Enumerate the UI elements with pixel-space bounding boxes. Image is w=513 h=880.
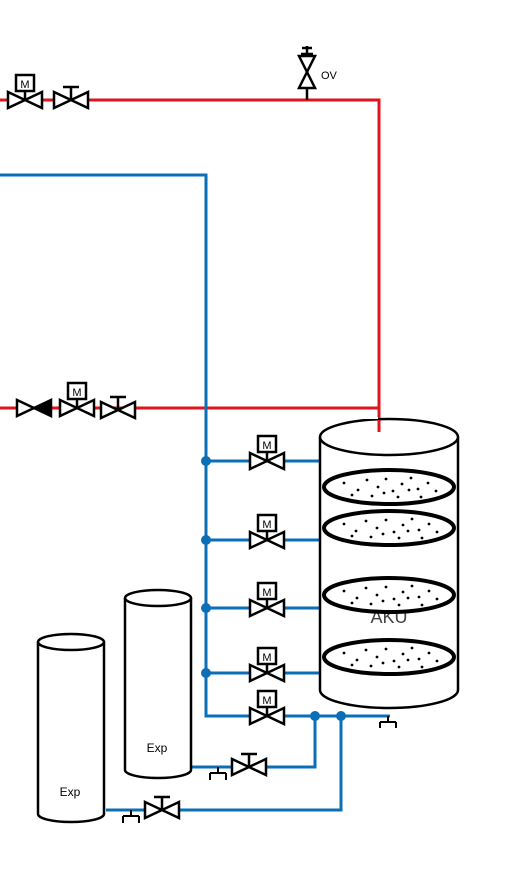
- motor-label: M: [262, 519, 271, 531]
- ov-label: OV: [321, 70, 338, 82]
- diffuser-holes: [342, 584, 439, 607]
- motor-label: M: [262, 587, 271, 599]
- supply-pipe: [0, 98, 381, 430]
- ground-symbol-icon: [209, 767, 227, 780]
- diffuser-plate-icon: [322, 576, 456, 614]
- gate-valve-icon[interactable]: [99, 395, 137, 420]
- ground-symbol-icon: [379, 716, 397, 728]
- motorized-valve-icon[interactable]: M: [248, 646, 286, 683]
- expansion-vessel-short[interactable]: Exp: [36, 632, 106, 824]
- accumulation-tank[interactable]: AKU: [318, 417, 460, 710]
- expansion-vessel-tall[interactable]: Exp: [123, 588, 193, 780]
- exp-label: Exp: [147, 741, 168, 755]
- diffuser-holes: [342, 476, 438, 499]
- diffuser-plate-icon: [322, 468, 456, 506]
- diffuser-holes: [342, 517, 439, 540]
- exp-label: Exp: [60, 785, 81, 799]
- diffuser-plate-icon: [322, 509, 456, 547]
- motorized-valve-icon[interactable]: M: [58, 381, 96, 418]
- gate-valve-icon[interactable]: [230, 752, 268, 777]
- check-valve-icon[interactable]: [15, 398, 53, 418]
- motor-label: M: [262, 652, 271, 664]
- diffuser-holes: [342, 646, 439, 669]
- motor-label: M: [72, 387, 81, 399]
- motorized-valve-icon[interactable]: M: [248, 689, 286, 726]
- motorized-valve-icon[interactable]: M: [248, 581, 286, 618]
- air-vent-icon[interactable]: [296, 46, 318, 100]
- motor-label: M: [20, 79, 29, 91]
- ground-symbol-icon: [122, 810, 140, 823]
- motorized-valve-icon[interactable]: M: [248, 434, 286, 471]
- pipe-junctions: [201, 456, 346, 721]
- motorized-valve-icon[interactable]: M: [6, 73, 44, 110]
- motor-label: M: [262, 440, 271, 452]
- motor-label: M: [262, 695, 271, 707]
- gate-valve-icon[interactable]: [143, 795, 181, 820]
- gate-valve-icon[interactable]: [52, 85, 90, 110]
- diffuser-plate-icon: [322, 638, 456, 676]
- motorized-valve-icon[interactable]: M: [248, 513, 286, 550]
